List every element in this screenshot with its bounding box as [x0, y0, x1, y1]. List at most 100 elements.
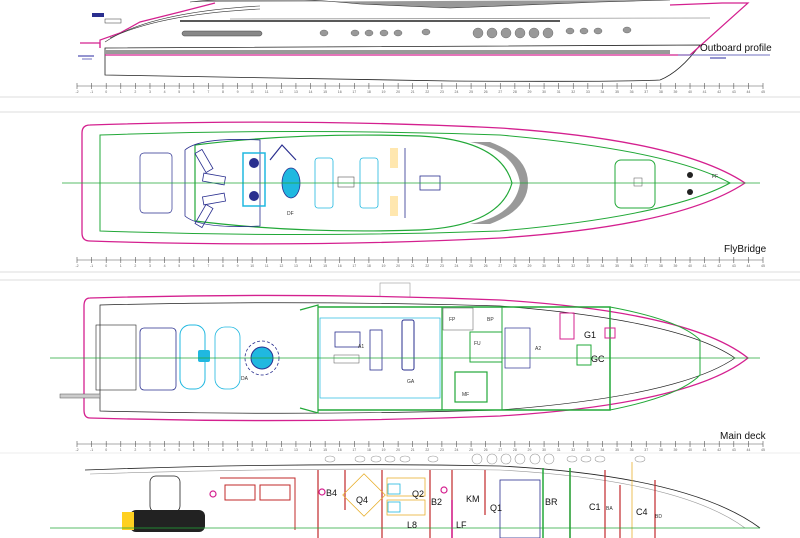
ruler-tick-label: 28	[513, 264, 517, 268]
ruler-tick-label: 3	[149, 90, 151, 94]
ruler-tick-label: 38	[659, 264, 663, 268]
room-label-bp: BP	[487, 317, 494, 323]
ruler-tick-label: -2	[75, 90, 78, 94]
ruler-tick-label: 11	[265, 264, 269, 268]
ruler-tick-label: 4	[164, 448, 166, 452]
ruler-tick-label: 33	[586, 448, 590, 452]
ruler-tick-label: 31	[557, 264, 561, 268]
ruler-tick-label: 24	[455, 448, 459, 452]
ruler-tick-label: 26	[484, 90, 488, 94]
ruler-tick-label: 16	[338, 90, 342, 94]
ruler-tick-label: 40	[688, 448, 692, 452]
ruler-tick-label: -1	[90, 264, 93, 268]
ruler-tick-label: -1	[90, 90, 93, 94]
room-label-q1: Q1	[490, 503, 502, 513]
ruler-tick-label: 16	[338, 448, 342, 452]
ruler-tick-label: 28	[513, 90, 517, 94]
ruler-tick-label: 39	[673, 264, 677, 268]
ruler-tick-label: 40	[688, 264, 692, 268]
ruler-tick-label: 8	[222, 448, 224, 452]
ruler-tick-label: 32	[571, 448, 575, 452]
ruler-tick-label: 35	[615, 448, 619, 452]
ruler-tick-label: 30	[542, 264, 546, 268]
ruler-tick-label: 25	[469, 448, 473, 452]
outboard-profile	[78, 0, 770, 82]
room-label-a2: A2	[535, 346, 541, 352]
ruler-tick-label: 21	[411, 448, 415, 452]
lower-deck-room-labels: B4 Q4 Q2 B2 KM Q1 BR C1 BA C4 BD L8 LF	[326, 488, 662, 530]
room-label-b4: B4	[326, 488, 337, 498]
ruler-tick-label: 0	[105, 90, 107, 94]
ruler-tick-label: 45	[761, 448, 765, 452]
ruler-tick-label: 15	[323, 90, 327, 94]
room-label-ff: FF	[712, 174, 718, 180]
ruler-tick-label: 5	[178, 448, 180, 452]
room-label-c4: C4	[636, 507, 648, 517]
room-label-ba: BA	[606, 506, 613, 512]
ruler-tick-label: 33	[586, 90, 590, 94]
ruler-tick-label: 10	[250, 448, 254, 452]
ruler-tick-label: 44	[746, 264, 750, 268]
ruler-tick-label: 17	[352, 448, 356, 452]
ruler-tick-label: 2	[134, 264, 136, 268]
section-title-outboard-profile: Outboard profile	[700, 43, 772, 54]
ruler-tick-label: 6	[193, 264, 195, 268]
ruler-tick-label: 44	[746, 448, 750, 452]
room-label-l8: L8	[407, 520, 417, 530]
ruler-tick-label: 41	[703, 448, 707, 452]
ruler-tick-label: 5	[178, 264, 180, 268]
room-label-da: DA	[241, 376, 249, 382]
ruler-tick-label: 35	[615, 90, 619, 94]
ruler-tick-label: 35	[615, 264, 619, 268]
ruler-tick-label: 27	[498, 448, 502, 452]
room-label-b2: B2	[431, 497, 442, 507]
ruler-tick-label: 29	[528, 264, 532, 268]
ruler-tick-label: 14	[309, 90, 313, 94]
ruler-tick-label: 12	[279, 448, 283, 452]
room-label-q2: Q2	[412, 489, 424, 499]
room-label-lf: LF	[456, 520, 467, 530]
ruler-tick-label: 43	[732, 90, 736, 94]
ruler-tick-label: 9	[237, 90, 239, 94]
ruler-tick-label: 14	[309, 448, 313, 452]
ruler-tick-label: 18	[367, 448, 371, 452]
ruler-tick-label: 38	[659, 90, 663, 94]
ruler-tick-label: 10	[250, 264, 254, 268]
ruler-tick-label: 30	[542, 448, 546, 452]
room-label-c1: C1	[589, 502, 601, 512]
ruler-tick-label: 36	[630, 90, 634, 94]
ruler-tick-label: 39	[673, 90, 677, 94]
ruler-tick-label: 37	[644, 90, 648, 94]
ruler-tick-label: 45	[761, 90, 765, 94]
ruler-tick-label: 8	[222, 90, 224, 94]
ruler-tick-label: 20	[396, 264, 400, 268]
section-title-main-deck: Main deck	[720, 431, 767, 442]
ruler-tick-label: 17	[352, 90, 356, 94]
room-label-bd: BD	[655, 514, 662, 520]
room-label-a1: A1	[358, 344, 364, 350]
ruler-tick-label: 1	[120, 264, 122, 268]
ruler-tick-label: 3	[149, 264, 151, 268]
room-label-q4: Q4	[356, 495, 368, 505]
ruler-tick-label: 13	[294, 264, 298, 268]
ruler-tick-label: 15	[323, 264, 327, 268]
ruler-tick-label: 1	[120, 448, 122, 452]
ruler-tick-label: 31	[557, 90, 561, 94]
ruler-tick-label: 11	[265, 448, 269, 452]
ruler-tick-label: 22	[425, 264, 429, 268]
ruler-tick-label: 11	[265, 90, 269, 94]
ruler-tick-label: -1	[90, 448, 93, 452]
section-title-flybridge: FlyBridge	[724, 244, 767, 255]
room-label-gc: GC	[591, 354, 605, 364]
ruler-tick-label: 40	[688, 90, 692, 94]
ruler-tick-label: 19	[382, 448, 386, 452]
ruler-tick-label: 4	[164, 264, 166, 268]
ruler-tick-label: 26	[484, 448, 488, 452]
ruler-tick-label: 17	[352, 264, 356, 268]
ruler-tick-label: 29	[528, 448, 532, 452]
room-label-g1: G1	[584, 330, 596, 340]
ruler-tick-label: 2	[134, 448, 136, 452]
main-deck-room-labels: DA A1 GA FP BP FU MF A2 G1 GC	[241, 317, 605, 398]
